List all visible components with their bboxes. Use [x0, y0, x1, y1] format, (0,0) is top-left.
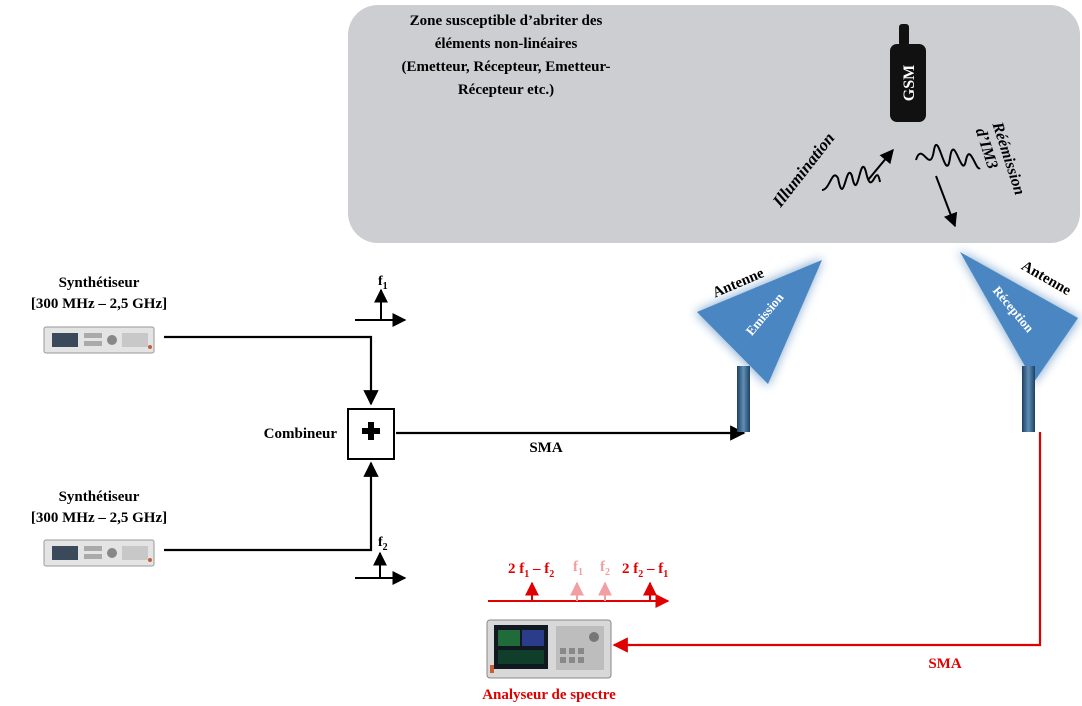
synthesizer-2-icon	[43, 539, 155, 567]
im3-high-label: 2 f2 – f1	[622, 561, 668, 580]
antenna-emission-icon	[695, 258, 823, 432]
zone-line-4: Récepteur etc.)	[458, 82, 554, 98]
f2-spectrum-icon	[355, 551, 407, 585]
zone-line-2: éléments non-linéaires	[435, 36, 578, 52]
f1-label: f1	[378, 274, 388, 292]
synth1-range: [300 MHz – 2,5 GHz]	[31, 296, 167, 312]
synth2-range: [300 MHz – 2,5 GHz]	[31, 510, 167, 526]
f1-tone-label: f1	[573, 559, 583, 578]
antenna-reception-icon	[958, 250, 1080, 432]
output-spectrum-icon	[488, 581, 670, 608]
analyzer-label: Analyseur de spectre	[482, 687, 616, 703]
combiner-label: Combineur	[264, 426, 338, 442]
f2-label: f2	[378, 535, 388, 553]
zone-line-1: Zone susceptible d’abriter des	[410, 13, 603, 29]
gsm-label: GSM	[901, 65, 918, 101]
zone-line-3: (Emetteur, Récepteur, Emetteur-	[401, 59, 610, 75]
synthesizer-1-icon	[43, 326, 155, 354]
rx-cable	[612, 432, 1042, 653]
illumination-wave-icon	[821, 148, 894, 191]
sma-rx-label: SMA	[928, 656, 962, 672]
plus-icon	[362, 422, 380, 440]
synth2-title: Synthétiseur	[59, 489, 140, 505]
spectrum-analyzer-icon	[486, 619, 612, 679]
f2-tone-label: f2	[600, 559, 610, 578]
sma-tx-label: SMA	[529, 440, 563, 456]
reemission-wave-icon	[915, 143, 981, 228]
synth1-title: Synthétiseur	[59, 275, 140, 291]
synth-wires	[164, 335, 746, 552]
im3-low-label: 2 f1 – f2	[508, 561, 554, 580]
gsm-phone-icon: GSM	[890, 24, 926, 122]
f1-spectrum-icon	[355, 288, 407, 327]
